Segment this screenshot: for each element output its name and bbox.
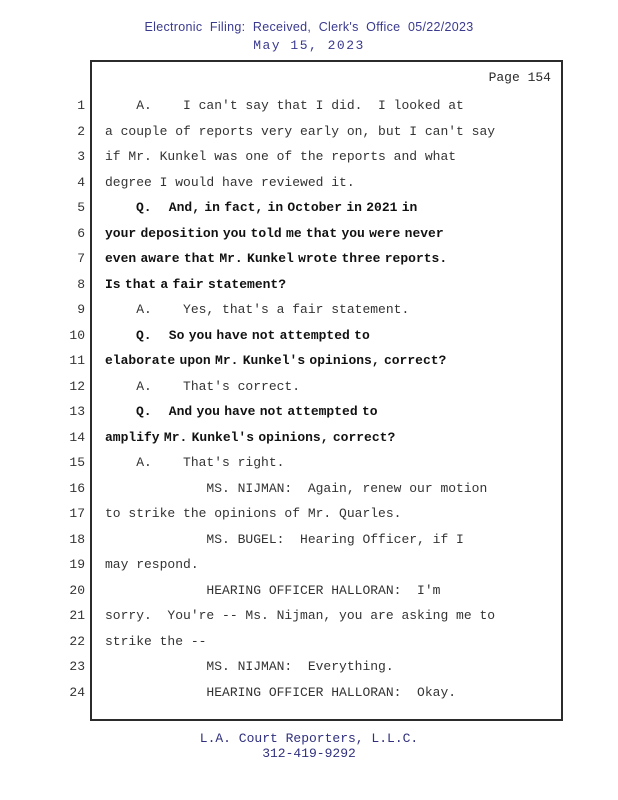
filing-status-line: Electronic Filing: Received, Clerk's Off… — [144, 20, 474, 34]
line-number: 17 — [69, 506, 85, 521]
line-number: 1 — [77, 98, 85, 113]
line-text: HEARING OFFICER HALLORAN: I'm — [105, 582, 441, 598]
line-number: 7 — [77, 251, 85, 266]
line-number: 16 — [69, 480, 85, 496]
transcript-line-row: 15 A. That's right. — [0, 450, 618, 476]
transcript-line-row: 13 Q. And you have not attempted to — [0, 399, 618, 425]
line-number: 4 — [77, 174, 85, 190]
line-number: 13 — [69, 404, 85, 419]
line-text: sorry. You're -- Ms. Nijman, you are ask… — [105, 608, 496, 623]
footer-phone: 312-419-9292 — [262, 746, 356, 761]
line-text: Q. And, in fact, in October in 2021 in — [136, 200, 418, 215]
transcript-lines: 1 A. I can't say that I did. I looked at… — [0, 93, 618, 705]
line-number: 2 — [77, 123, 85, 139]
transcript-line-row: 23 MS. NIJMAN: Everything. — [0, 654, 618, 680]
line-text: amplify Mr. Kunkel's opinions, correct? — [105, 429, 396, 445]
filing-header: Electronic Filing: Received, Clerk's Off… — [0, 20, 618, 53]
transcript-line-row: 22 strike the -- — [0, 629, 618, 655]
transcript-line-row: 4 degree I would have reviewed it. — [0, 170, 618, 196]
line-text: degree I would have reviewed it. — [105, 174, 355, 190]
line-text: Q. So you have not attempted to — [136, 327, 370, 343]
line-text: MS. NIJMAN: Everything. — [105, 659, 394, 674]
line-text: even aware that Mr. Kunkel wrote three r… — [105, 251, 448, 266]
line-number: 8 — [77, 276, 85, 292]
line-text: your deposition you told me that you wer… — [105, 225, 444, 241]
transcript-page-border — [90, 60, 563, 721]
transcript-line-row: 9 A. Yes, that's a fair statement. — [0, 297, 618, 323]
line-text: MS. NIJMAN: Again, renew our motion — [105, 480, 488, 496]
line-text: A. Yes, that's a fair statement. — [105, 302, 410, 317]
line-text: MS. BUGEL: Hearing Officer, if I — [105, 531, 464, 547]
page-number-label: Page 154 — [488, 70, 551, 85]
line-number: 12 — [69, 378, 85, 394]
line-text: may respond. — [105, 557, 199, 572]
reporter-footer: L.A. Court Reporters, L.L.C. 312-419-929… — [0, 731, 618, 761]
transcript-line-row: 19 may respond. — [0, 552, 618, 578]
line-number: 21 — [69, 608, 85, 623]
transcript-line-row: 7 even aware that Mr. Kunkel wrote three… — [0, 246, 618, 272]
line-text: A. I can't say that I did. I looked at — [105, 98, 464, 113]
line-text: to strike the opinions of Mr. Quarles. — [105, 506, 402, 521]
footer-company: L.A. Court Reporters, L.L.C. — [199, 731, 419, 746]
line-text: if Mr. Kunkel was one of the reports and… — [105, 149, 457, 164]
line-text: HEARING OFFICER HALLORAN: Okay. — [105, 684, 457, 700]
transcript-line-row: 21 sorry. You're -- Ms. Nijman, you are … — [0, 603, 618, 629]
transcript-line-row: 12 A. That's correct. — [0, 374, 618, 400]
transcript-line-row: 10 Q. So you have not attempted to — [0, 323, 618, 349]
line-text: A. That's correct. — [105, 378, 301, 394]
transcript-line-row: 2 a couple of reports very early on, but… — [0, 119, 618, 145]
line-number: 6 — [77, 225, 85, 241]
line-number: 19 — [69, 557, 85, 572]
line-number: 10 — [69, 327, 85, 343]
line-number: 9 — [77, 302, 85, 317]
line-number: 14 — [69, 429, 85, 445]
transcript-line-row: 8 Is that a fair statement? — [0, 272, 618, 298]
transcript-line-row: 3 if Mr. Kunkel was one of the reports a… — [0, 144, 618, 170]
transcript-line-row: 1 A. I can't say that I did. I looked at — [0, 93, 618, 119]
line-number: 5 — [77, 200, 85, 215]
line-number: 3 — [77, 149, 85, 164]
line-text: Q. And you have not attempted to — [136, 404, 378, 419]
line-number: 18 — [69, 531, 85, 547]
line-text: A. That's right. — [105, 455, 285, 470]
transcript-line-row: 17 to strike the opinions of Mr. Quarles… — [0, 501, 618, 527]
line-text: elaborate upon Mr. Kunkel's opinions, co… — [105, 353, 447, 368]
line-number: 23 — [69, 659, 85, 674]
transcript-line-row: 6 your deposition you told me that you w… — [0, 221, 618, 247]
line-text: a couple of reports very early on, but I… — [105, 123, 496, 139]
transcript-line-row: 24 HEARING OFFICER HALLORAN: Okay. — [0, 680, 618, 706]
line-text: strike the -- — [105, 633, 207, 649]
line-number: 20 — [69, 582, 85, 598]
transcript-line-row: 14 amplify Mr. Kunkel's opinions, correc… — [0, 425, 618, 451]
line-number: 24 — [69, 684, 85, 700]
transcript-line-row: 5 Q. And, in fact, in October in 2021 in — [0, 195, 618, 221]
transcript-line-row: 20 HEARING OFFICER HALLORAN: I'm — [0, 578, 618, 604]
transcript-line-row: 18 MS. BUGEL: Hearing Officer, if I — [0, 527, 618, 553]
line-text: Is that a fair statement? — [105, 276, 287, 292]
line-number: 11 — [69, 353, 85, 368]
transcript-line-row: 16 MS. NIJMAN: Again, renew our motion — [0, 476, 618, 502]
transcript-date: May 15, 2023 — [253, 38, 365, 53]
line-number: 15 — [69, 455, 85, 470]
line-number: 22 — [69, 633, 85, 649]
transcript-line-row: 11 elaborate upon Mr. Kunkel's opinions,… — [0, 348, 618, 374]
